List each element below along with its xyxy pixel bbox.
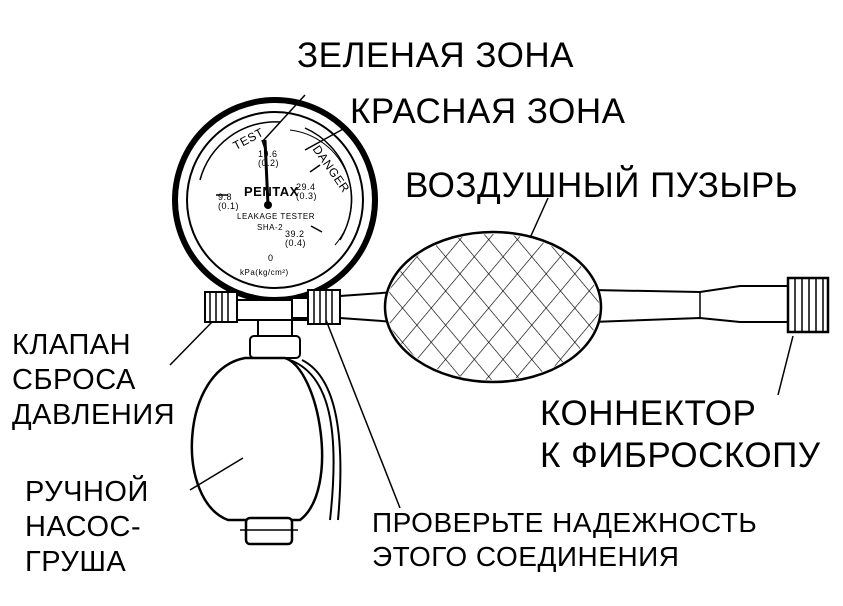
pressure-gauge bbox=[172, 94, 378, 303]
gauge-subtitle: LEAKAGE TESTER bbox=[237, 212, 315, 221]
gauge-reading-2: 19.6(0.2) bbox=[258, 149, 280, 168]
hand-pump-bulb bbox=[189, 356, 342, 546]
connection-pointer bbox=[325, 319, 401, 509]
gauge-reading-0: 0 bbox=[268, 253, 274, 263]
gauge-reading-3: 29.4(0.3) bbox=[296, 182, 318, 201]
relief-valve-pointer bbox=[169, 321, 213, 366]
gauge-unit: kPa(kg/cm²) bbox=[240, 268, 289, 277]
gauge-reading-4: 39.2(0.4) bbox=[285, 229, 307, 248]
air-bladder-label: ВОЗДУШНЫЙ ПУЗЫРЬ bbox=[405, 166, 799, 205]
relief-valve-label: КЛАПАН СБРОСА ДАВЛЕНИЯ bbox=[12, 329, 176, 431]
connector-label: КОННЕКТОР К ФИБРОСКОПУ bbox=[540, 394, 821, 475]
red-zone-label: КРАСНАЯ ЗОНА bbox=[350, 92, 626, 131]
hose-coupling bbox=[291, 289, 341, 325]
gauge-brand: PENTAX bbox=[244, 184, 299, 199]
air-bladder bbox=[383, 197, 603, 384]
relief-valve bbox=[204, 291, 238, 323]
fiberscope-connector bbox=[777, 276, 830, 396]
hand-pump-label: РУЧНОЙ НАСОС- ГРУША bbox=[25, 476, 149, 578]
check-connection-label: ПРОВЕРЬТЕ НАДЕЖНОСТЬ ЭТОГО СОЕДИНЕНИЯ bbox=[372, 507, 758, 572]
gauge-reading-1: 9.8(0.1) bbox=[218, 192, 240, 211]
green-zone-label: ЗЕЛЕНАЯ ЗОНА bbox=[297, 36, 575, 75]
gauge-model: SHA-2 bbox=[257, 223, 284, 232]
